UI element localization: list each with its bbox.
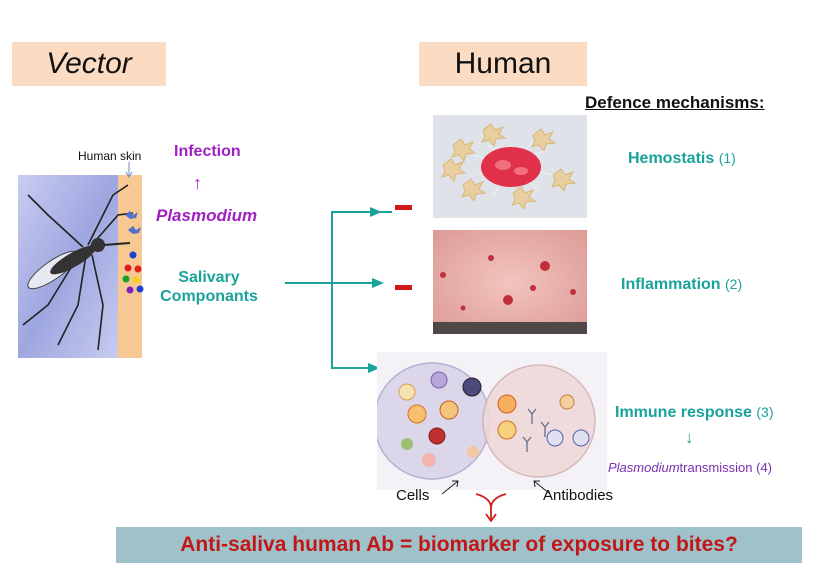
salivary-line2: Componants [160, 288, 258, 305]
up-arrow-icon: ↑ [193, 173, 202, 193]
arrow-head-immune [368, 363, 380, 373]
saliva-dots [122, 251, 144, 294]
human-skin-label: Human skin [78, 149, 142, 163]
skin-bite-inflammation-image [433, 230, 587, 334]
mosquito-body [50, 245, 96, 275]
cells-pointer-arrow [441, 480, 459, 495]
immune-response-name: Immune response [615, 404, 752, 421]
plasmodium-label: Plasmodium [156, 206, 258, 225]
platelet-aggregation-image [433, 115, 587, 218]
immune-response-num: (3) [756, 404, 774, 420]
inflammation-name: Inflammation [621, 276, 721, 293]
transmission-italic: Plasmodium [608, 460, 680, 475]
mosquito-proboscis [103, 242, 131, 246]
salivary-label: Salivary Componants [152, 268, 266, 306]
arrow-head-inflammation [372, 278, 384, 288]
defence-title: Defence mechanisms: [585, 93, 765, 112]
conclusion-bar: Anti-saliva human Ab = biomarker of expo… [116, 527, 802, 563]
antibodies-pointer-arrow [533, 480, 551, 495]
human-header-text: Human [454, 47, 552, 80]
immune-response-label: Immune response (3) [615, 404, 774, 422]
mosquito-head [91, 238, 105, 252]
mosquito-illustration [18, 175, 144, 358]
down-arrow-icon: ↓ [685, 428, 694, 447]
minus-sign-1 [395, 205, 412, 210]
antibodies-label: Antibodies [543, 487, 614, 504]
vector-header-text: Vector [46, 47, 132, 80]
transmission-rest: transmission [679, 460, 753, 475]
conclusion-text: Anti-saliva human Ab = biomarker of expo… [180, 533, 738, 556]
infection-label: Infection [174, 143, 241, 160]
immune-cells-diagram [377, 352, 607, 490]
hemostasis-name: Hemostatis [628, 150, 715, 167]
hemostasis-num: (1) [718, 150, 736, 166]
hemostasis-label: Hemostatis (1) [628, 150, 736, 168]
skin-pointer-arrow [125, 162, 133, 178]
transmission-num: (4) [756, 460, 773, 475]
minus-sign-2 [395, 285, 412, 290]
inflammation-num: (2) [725, 276, 743, 292]
salivary-line1: Salivary [178, 269, 240, 286]
vector-header: Vector [12, 42, 166, 86]
human-header: Human [419, 42, 587, 86]
plasmodium-sporozoites [125, 211, 141, 234]
transmission-label: Plasmodiumtransmission (4) [608, 460, 772, 475]
cells-label: Cells [396, 487, 430, 504]
arrow-head-hemostasis [370, 207, 382, 217]
inflammation-label: Inflammation (2) [621, 276, 742, 294]
merge-arrow-icon [475, 493, 507, 522]
